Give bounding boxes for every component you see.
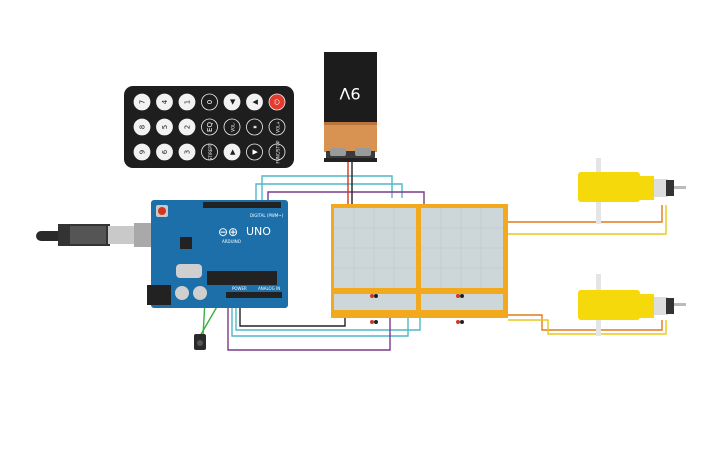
driver-terminals	[370, 294, 464, 324]
wire-cyan-top	[261, 175, 393, 204]
remote-key[interactable]: 8	[133, 118, 151, 136]
remote-key-label: 0	[206, 100, 214, 104]
remote-key-label: VOL-	[231, 122, 236, 132]
usb-cable[interactable]	[36, 223, 158, 247]
arduino-uno[interactable]: DIGITAL (PWM~) ⊖⊕ UNO ARDUINO POWER ANAL…	[147, 200, 288, 308]
wire-orange-motor2	[508, 314, 663, 331]
remote-key-label: 4	[161, 99, 169, 104]
remote-key-label: 2	[184, 125, 192, 129]
wire-purple-bottom	[227, 300, 391, 351]
remote-key[interactable]: EQ	[201, 118, 218, 136]
remote-key[interactable]: 9	[133, 143, 151, 161]
remote-key[interactable]: 0	[201, 93, 218, 111]
wire-cyan-bottom2	[231, 300, 409, 337]
remote-key[interactable]: ◀	[223, 93, 241, 111]
battery-9v[interactable]: 9V	[324, 52, 377, 162]
remote-key-label: ▼	[251, 149, 259, 155]
wire-orange-motor1	[508, 205, 663, 223]
remote-key-label: 8	[139, 125, 147, 129]
remote-key-label: ⏻	[274, 99, 282, 105]
remote-key-label: 5	[161, 125, 169, 129]
remote-key[interactable]: VOL+	[268, 118, 286, 136]
breadboard-grid	[334, 208, 503, 288]
remote-key-label: ▶	[229, 149, 237, 155]
battery-label: 9V	[339, 84, 360, 103]
arduino-sub: ARDUINO	[222, 239, 241, 244]
remote-key[interactable]: 3	[178, 143, 196, 161]
remote-key-label: EQ	[206, 122, 214, 132]
remote-key[interactable]: 4	[156, 93, 173, 111]
arduino-logo-icon: ⊖⊕	[218, 225, 238, 239]
remote-key-label: VOL+	[276, 121, 281, 132]
wire-purple-top	[267, 191, 425, 205]
arduino-brand: UNO	[246, 225, 271, 238]
remote-key-label: ◀	[229, 99, 237, 105]
dc-motor-top[interactable]	[578, 158, 686, 224]
remote-key-label: 7	[139, 100, 147, 104]
remote-key[interactable]: 2	[178, 118, 196, 136]
remote-key-label: 3	[184, 150, 192, 154]
wire-cyan-bottom	[235, 300, 421, 331]
wire-yellow-motor1	[508, 205, 667, 235]
dc-motor-bottom[interactable]	[578, 274, 686, 336]
remote-key[interactable]: 6	[156, 143, 173, 161]
remote-key-label: FUNC/STOP	[276, 140, 281, 163]
motor-driver-boards[interactable]	[331, 204, 508, 324]
ir-receiver-sensor[interactable]	[194, 334, 206, 350]
arduino-digital-header: DIGITAL (PWM~)	[250, 213, 284, 218]
arduino-analog-header: ANALOG IN	[258, 286, 280, 291]
remote-keypad: 7 4 1 0 ◀ ▲ ⏻ 8 5 2 EQ VOL- ⏸ VOL+ 9 6 3 ST/REPT ▶ ▼ FUNC/ST…	[133, 93, 286, 163]
arduino-power-header: POWER	[232, 286, 247, 291]
remote-key-label: ▲	[251, 99, 259, 105]
wires	[199, 162, 667, 351]
remote-key[interactable]: ▼	[246, 143, 263, 161]
ir-remote[interactable]: 7 4 1 0 ◀ ▲ ⏻ 8 5 2 EQ VOL- ⏸ VOL+ 9 6 3 ST/REPT ▶ ▼ FUNC/ST…	[124, 86, 294, 168]
wire-cyan-top2	[255, 183, 403, 204]
remote-key[interactable]: ▶	[223, 143, 241, 161]
remote-key[interactable]: ▲	[246, 93, 263, 111]
remote-key[interactable]: ⏸	[246, 118, 263, 136]
remote-key[interactable]: FUNC/STOP	[268, 140, 286, 163]
remote-key[interactable]: 7	[133, 93, 151, 111]
remote-key-label: ST/REPT	[208, 143, 213, 160]
remote-key-label: 1	[184, 100, 192, 104]
remote-key[interactable]: 1	[178, 93, 196, 111]
remote-key-label: 9	[139, 150, 147, 154]
remote-key[interactable]: ST/REPT	[201, 143, 218, 161]
wire-yellow-motor2	[508, 319, 667, 335]
remote-key[interactable]: VOL-	[223, 118, 241, 136]
remote-key-label: 6	[161, 149, 169, 154]
remote-key-label: ⏸	[251, 125, 259, 129]
remote-key[interactable]: ⏻	[268, 93, 286, 111]
remote-key[interactable]: 5	[156, 118, 173, 136]
wire-black-bottom	[239, 300, 346, 327]
